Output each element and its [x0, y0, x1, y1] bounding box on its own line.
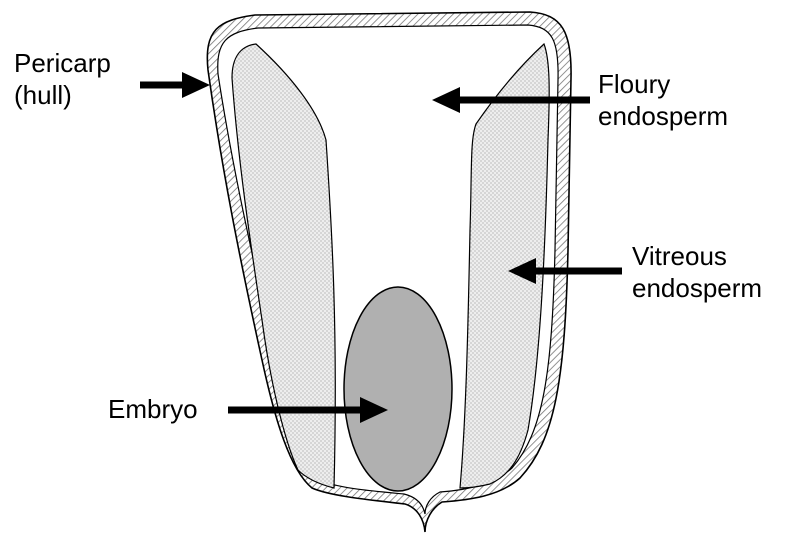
vitreous-label-line2: endosperm — [632, 272, 762, 304]
embryo-label-line1: Embryo — [108, 393, 198, 425]
floury-endosperm-label: Floury endosperm — [598, 68, 728, 132]
pericarp-label: Pericarp (hull) — [14, 47, 111, 111]
vitreous-label-line1: Vitreous — [632, 240, 762, 272]
pericarp-label-line2: (hull) — [14, 79, 111, 111]
embryo-label: Embryo — [108, 393, 198, 425]
pericarp-arrow — [140, 72, 210, 98]
embryo-shape — [344, 287, 452, 491]
pericarp-label-line1: Pericarp — [14, 47, 111, 79]
vitreous-endosperm-label: Vitreous endosperm — [632, 240, 762, 304]
floury-label-line1: Floury — [598, 68, 728, 100]
floury-label-line2: endosperm — [598, 100, 728, 132]
